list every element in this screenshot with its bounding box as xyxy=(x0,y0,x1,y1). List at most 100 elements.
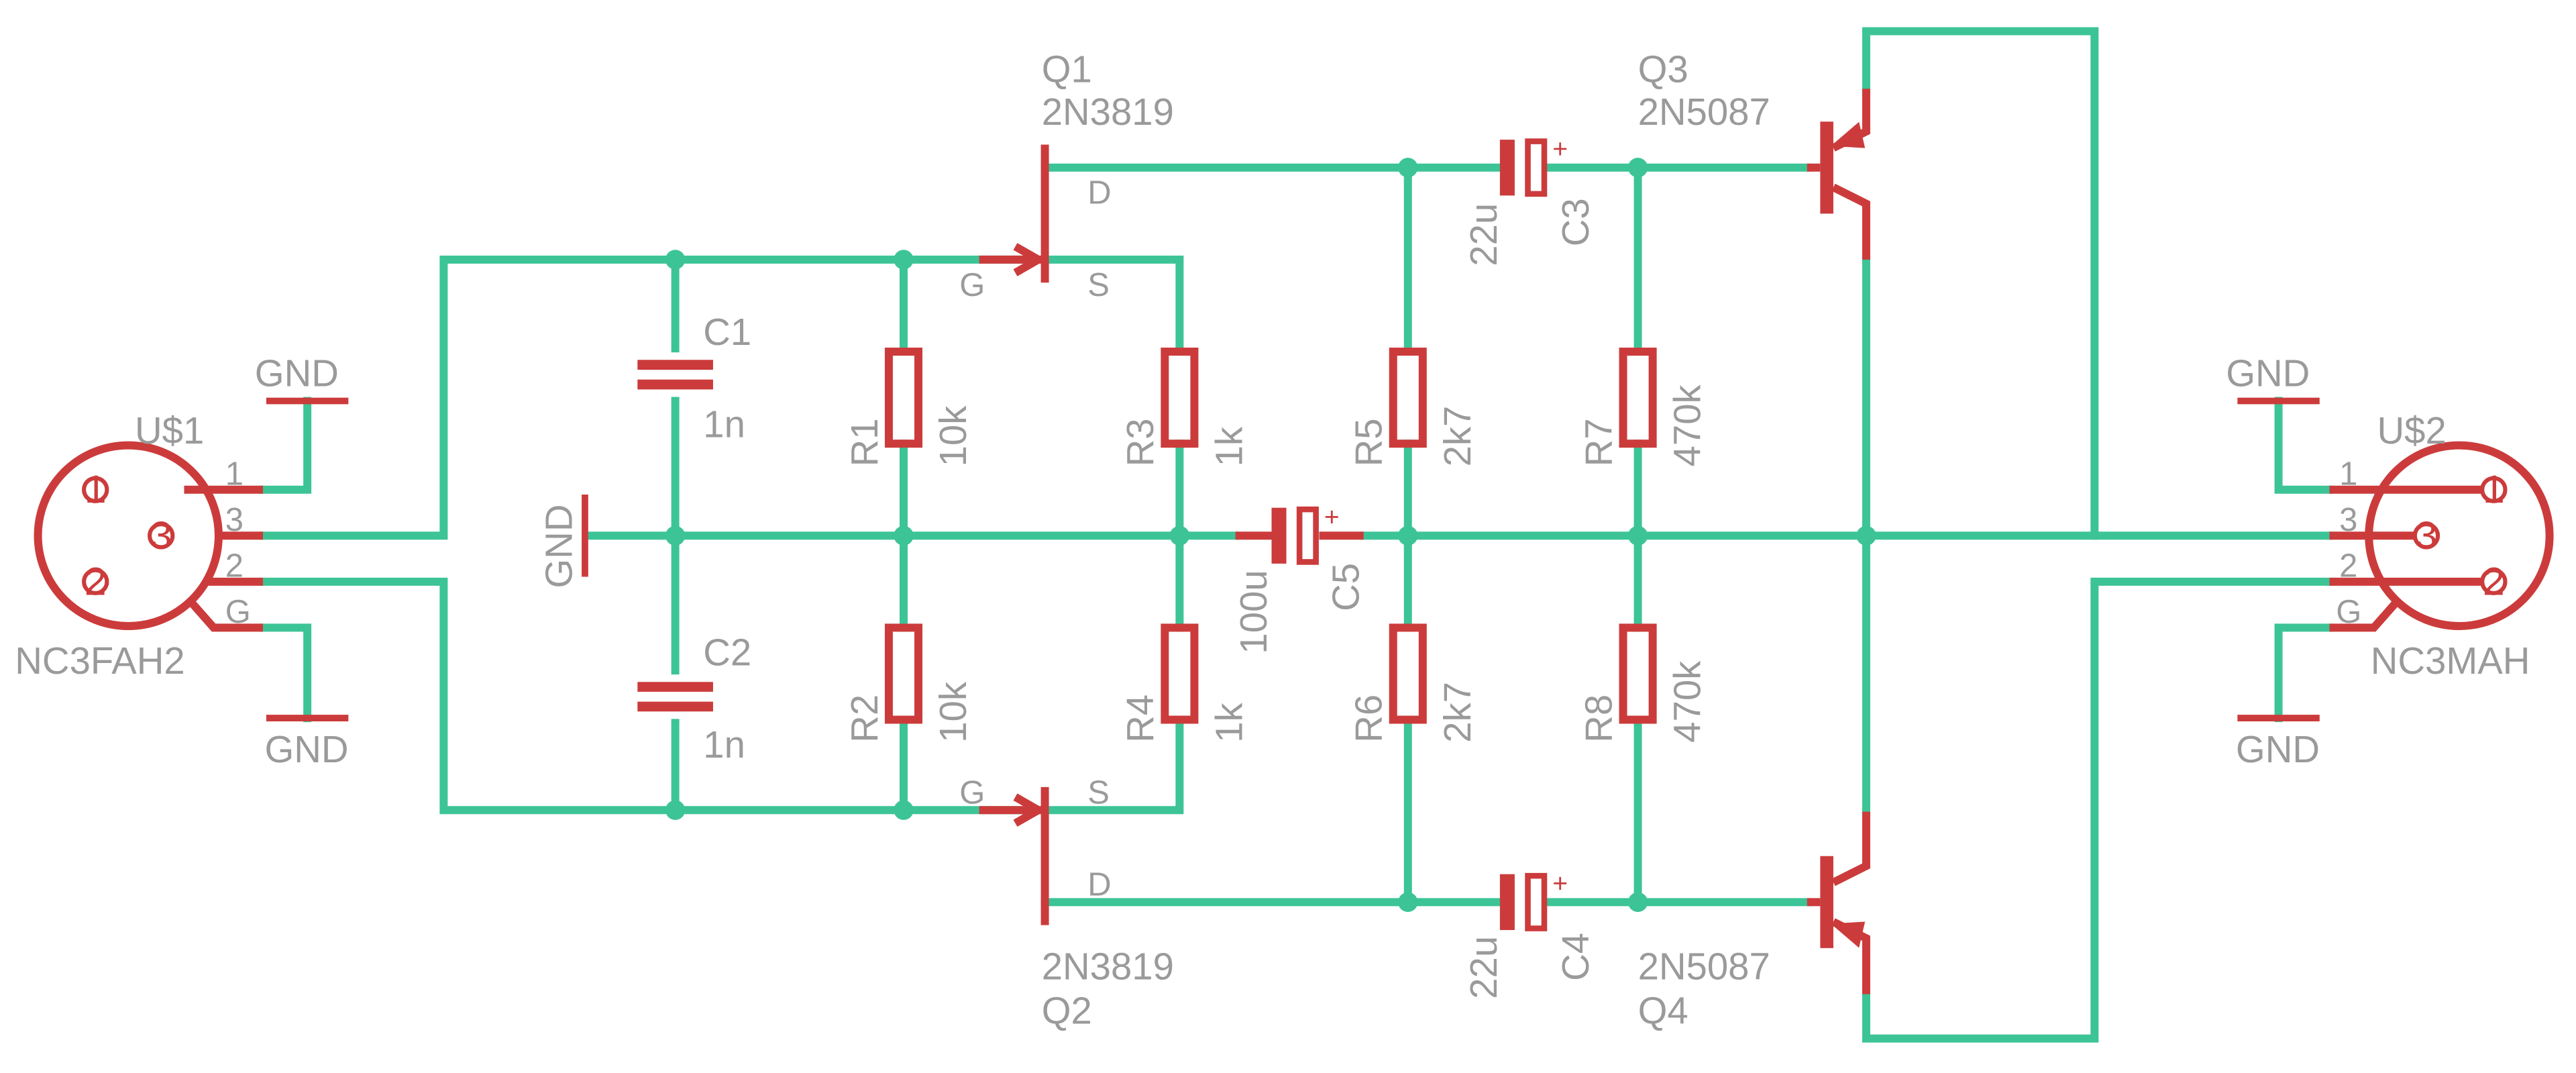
capacitor-c1: C1 1n xyxy=(637,311,751,445)
r8-name: R8 xyxy=(1577,695,1619,743)
resistor-body xyxy=(884,623,923,724)
net-gnd-u2-top xyxy=(2274,397,2334,494)
c2-value: 1n xyxy=(703,723,745,766)
r5-name: R5 xyxy=(1348,418,1390,466)
junction-dot xyxy=(665,525,686,546)
resistor-body xyxy=(884,348,923,448)
q2-drain-label: D xyxy=(1087,867,1111,903)
r2-value: 10k xyxy=(932,681,974,743)
ground-label: GND xyxy=(255,352,339,394)
pin-1-label: 1 xyxy=(2339,456,2357,492)
q3-name: Q3 xyxy=(1638,48,1688,90)
c1-name: C1 xyxy=(703,311,751,353)
pin-g-label: G xyxy=(225,594,251,630)
capacitor-c2: C2 1n xyxy=(637,631,751,766)
q2-name: Q2 xyxy=(1042,990,1092,1032)
pin-3-circle xyxy=(147,522,175,550)
resistor-body xyxy=(1161,623,1199,724)
pin-1-number: 1 xyxy=(85,468,107,511)
q1-source-label: S xyxy=(1087,267,1110,303)
pin-leads xyxy=(2329,485,2483,632)
u1-name: U$1 xyxy=(135,409,204,452)
r1-value: 10k xyxy=(932,405,974,467)
net-q4-emitter xyxy=(1862,577,2334,1043)
u1-value: NC3FAH2 xyxy=(15,640,184,682)
junction-dot xyxy=(1398,525,1418,546)
junction-dot xyxy=(894,250,914,270)
pin-3-label: 3 xyxy=(225,502,244,538)
capacitor-negative-plate xyxy=(1271,507,1287,564)
bjt-q3: Q3 2N5087 xyxy=(1638,48,1870,260)
q4-value: 2N5087 xyxy=(1638,945,1770,987)
ground-label: GND xyxy=(537,504,580,588)
r8-value: 470k xyxy=(1666,660,1709,743)
r4-name: R4 xyxy=(1119,695,1161,743)
c3-plus-sign: + xyxy=(1552,135,1568,164)
net-q3-emitter xyxy=(1862,27,2099,540)
net-input-hot xyxy=(259,255,1023,540)
junction-dot xyxy=(1627,525,1648,546)
pin-2-number: 2 xyxy=(2483,560,2505,603)
capacitor-c5: + 100u C5 xyxy=(1232,503,1366,654)
pin-2-circle xyxy=(82,568,109,596)
net-input-cold xyxy=(259,577,1023,815)
junction-dot xyxy=(1627,158,1648,178)
emitter-arrow-icon xyxy=(1831,921,1866,948)
junctions xyxy=(665,158,1876,913)
q3-collector-lead xyxy=(1831,183,1870,260)
jfet-q2: G D S 2N3819 Q2 xyxy=(959,774,1174,1031)
r3-name: R3 xyxy=(1119,418,1161,466)
net-gnd-u2-bottom xyxy=(2274,623,2334,723)
junction-dot xyxy=(1398,158,1418,178)
nets xyxy=(259,27,2334,1043)
c3-value: 22u xyxy=(1462,203,1505,266)
r4-value: 1k xyxy=(1208,702,1250,742)
q1-drain-label: D xyxy=(1087,175,1111,211)
pin-1-circle xyxy=(82,476,109,503)
capacitor-plate xyxy=(637,682,713,712)
resistor-r7: R7 470k xyxy=(1577,348,1709,466)
pin-3-label: 3 xyxy=(2339,502,2357,538)
net-q1-source xyxy=(1040,255,1184,356)
q1-gate-label: G xyxy=(959,267,985,303)
capacitor-negative-plate xyxy=(1499,140,1515,196)
q1-name: Q1 xyxy=(1042,48,1092,90)
r6-value: 2k7 xyxy=(1436,682,1479,743)
resistor-body xyxy=(1389,348,1427,448)
capacitor-positive-plate xyxy=(1296,506,1319,565)
junction-dot xyxy=(1169,525,1190,546)
r1-name: R1 xyxy=(843,418,885,466)
q4-collector-lead xyxy=(1831,811,1870,886)
junction-dot xyxy=(665,250,686,270)
pin-1-label: 1 xyxy=(225,456,244,492)
q4-name: Q4 xyxy=(1638,990,1688,1032)
junction-dot xyxy=(1398,892,1418,913)
pin-3-number: 3 xyxy=(2416,514,2438,558)
ground-label: GND xyxy=(264,728,348,770)
net-gnd-u1-top xyxy=(259,397,312,494)
c5-value: 100u xyxy=(1232,570,1275,654)
u2-value: NC3MAH xyxy=(2371,640,2530,682)
capacitor-plate xyxy=(637,360,713,390)
c4-plus-sign: + xyxy=(1552,870,1568,899)
pin-1-number: 1 xyxy=(2483,468,2505,511)
ground-label: GND xyxy=(2226,352,2310,394)
r5-value: 2k7 xyxy=(1436,406,1479,467)
resistor-r8: R8 470k xyxy=(1577,623,1709,743)
junction-dot xyxy=(894,800,914,820)
resistor-body xyxy=(1161,348,1199,448)
ground-symbols: GND GND GND GND GND xyxy=(255,352,2320,770)
resistor-r3: R3 1k xyxy=(1119,348,1250,466)
u2-name: U$2 xyxy=(2377,409,2446,452)
connector-u2: 1 3 2 1 3 2 G U$2 NC3MAH xyxy=(2329,409,2554,682)
capacitor-c3: + 22u C3 xyxy=(1462,135,1597,266)
resistor-body xyxy=(1619,623,1657,724)
pin-2-label: 2 xyxy=(2339,548,2357,584)
gate-arrow-icon xyxy=(1013,793,1046,827)
c4-name: C4 xyxy=(1554,933,1597,981)
net-q2-source xyxy=(1040,715,1184,815)
junction-dot xyxy=(1627,892,1648,913)
capacitor-c4: + 22u C4 xyxy=(1462,870,1597,999)
r7-name: R7 xyxy=(1577,418,1619,466)
junction-dot xyxy=(1856,525,1876,546)
